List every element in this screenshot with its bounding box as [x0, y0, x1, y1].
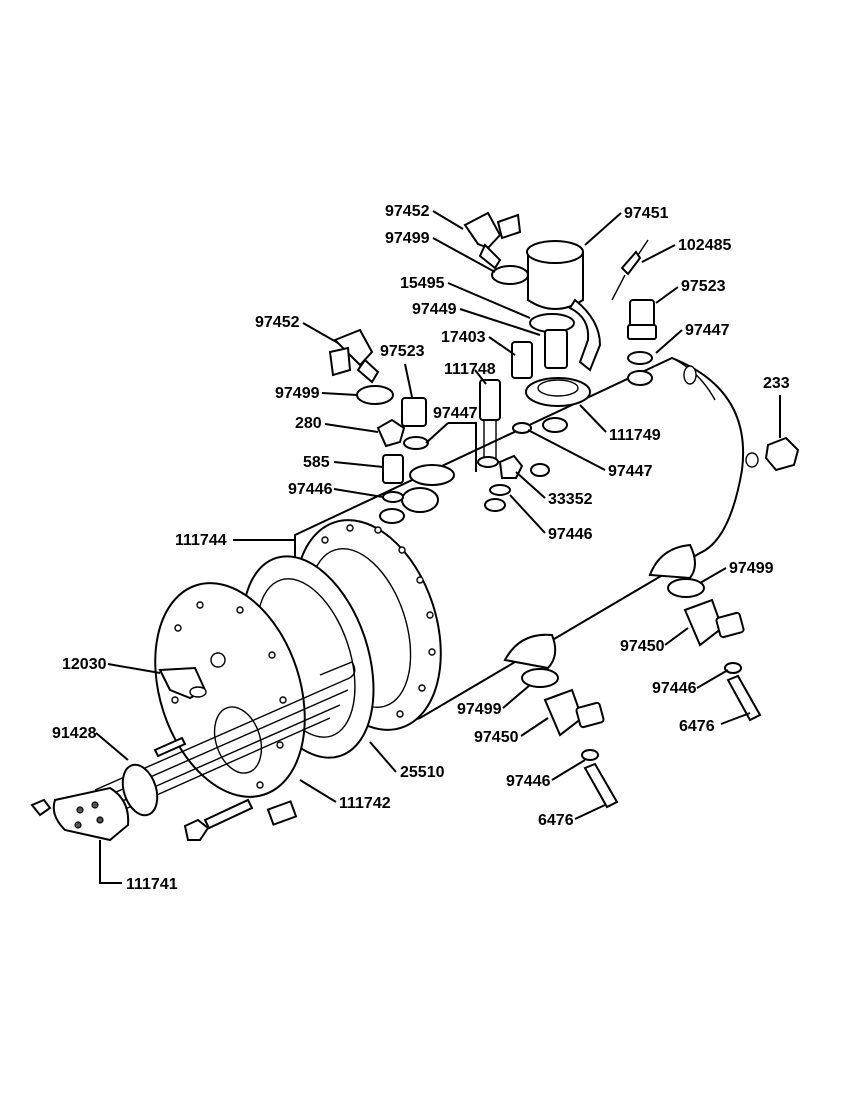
callout-97452-left: 97452 [255, 314, 300, 331]
callout-97447-low: 97447 [608, 463, 653, 480]
washer-97447-low [512, 422, 532, 434]
callout-33352: 33352 [548, 491, 593, 508]
callout-233: 233 [763, 375, 790, 392]
washer-97499-right [667, 578, 705, 598]
callout-97446-mid: 97446 [548, 526, 593, 543]
callout-97447-right: 97447 [685, 322, 730, 339]
callout-6476-right: 6476 [679, 718, 715, 735]
callout-111742: 111742 [339, 795, 391, 812]
fitting-6476-low [583, 762, 619, 809]
fitting-97523-right [627, 299, 657, 340]
fitting-17403 [511, 341, 533, 379]
callout-97446-low: 97446 [506, 773, 551, 790]
washer-97499-top [491, 265, 529, 285]
washer-97499-left [356, 385, 394, 405]
callout-97499-left: 97499 [275, 385, 320, 402]
washer-97446-mid [489, 484, 511, 496]
washer-97446-low [581, 749, 599, 761]
callout-97450-low: 97450 [474, 729, 519, 746]
callout-97523-left: 97523 [380, 343, 425, 360]
callout-102485: 102485 [678, 237, 731, 254]
callout-111748: 111748 [444, 361, 496, 378]
valve-stem-97449 [544, 329, 568, 369]
callout-97499-low: 97499 [457, 701, 502, 718]
washer-97447-mid [403, 436, 429, 450]
elbow-fitting-97452-top [463, 211, 522, 270]
callout-97446-right: 97446 [652, 680, 697, 697]
valve-base-111749 [525, 377, 591, 407]
nut-233 [764, 436, 800, 472]
tee-fitting-97450-right [683, 598, 745, 647]
fitting-6476-right [726, 674, 762, 722]
element-flange-111742 [154, 582, 306, 798]
callout-97451: 97451 [624, 205, 669, 222]
callout-12030: 12030 [62, 656, 107, 673]
plug-280 [376, 418, 406, 448]
o-ring-91428 [121, 763, 159, 817]
callout-97449: 97449 [412, 301, 457, 318]
callout-97452-top: 97452 [385, 203, 430, 220]
probe-102485 [611, 239, 649, 301]
tee-fitting-97450-low [543, 688, 605, 737]
callout-111741: 111741 [126, 876, 178, 893]
callout-labels: 97452 97451 97499 102485 15495 97523 974… [52, 203, 790, 893]
callout-17403: 17403 [441, 329, 486, 346]
elbow-fitting-97452-left [328, 328, 380, 384]
callout-97447-mid: 97447 [433, 405, 478, 422]
callout-25510: 25510 [400, 764, 445, 781]
callout-6476-low: 6476 [538, 812, 574, 829]
callout-280: 280 [295, 415, 322, 432]
callout-111749: 111749 [609, 427, 661, 444]
element-terminal-plate [30, 786, 130, 842]
fitting-585 [382, 454, 404, 484]
solenoid-97451 [526, 240, 602, 372]
washer-97447-right [627, 351, 653, 365]
fitting-12030 [158, 666, 207, 700]
leader-lines [95, 210, 781, 884]
washer-97446-right [724, 662, 742, 674]
callout-97523-right: 97523 [681, 278, 726, 295]
fitting-111748 [477, 379, 501, 468]
callout-111744: 111744 [175, 532, 227, 549]
callout-97450-right: 97450 [620, 638, 665, 655]
washer-97499-low [521, 668, 559, 688]
fitting-97523-left [401, 397, 427, 427]
callout-97499-right: 97499 [729, 560, 774, 577]
callout-91428: 91428 [52, 725, 97, 742]
callout-585: 585 [303, 454, 330, 471]
washer-97446-left [382, 491, 404, 503]
callout-97499-top: 97499 [385, 230, 430, 247]
callout-97446-left: 97446 [288, 481, 333, 498]
callout-15495: 15495 [400, 275, 445, 292]
